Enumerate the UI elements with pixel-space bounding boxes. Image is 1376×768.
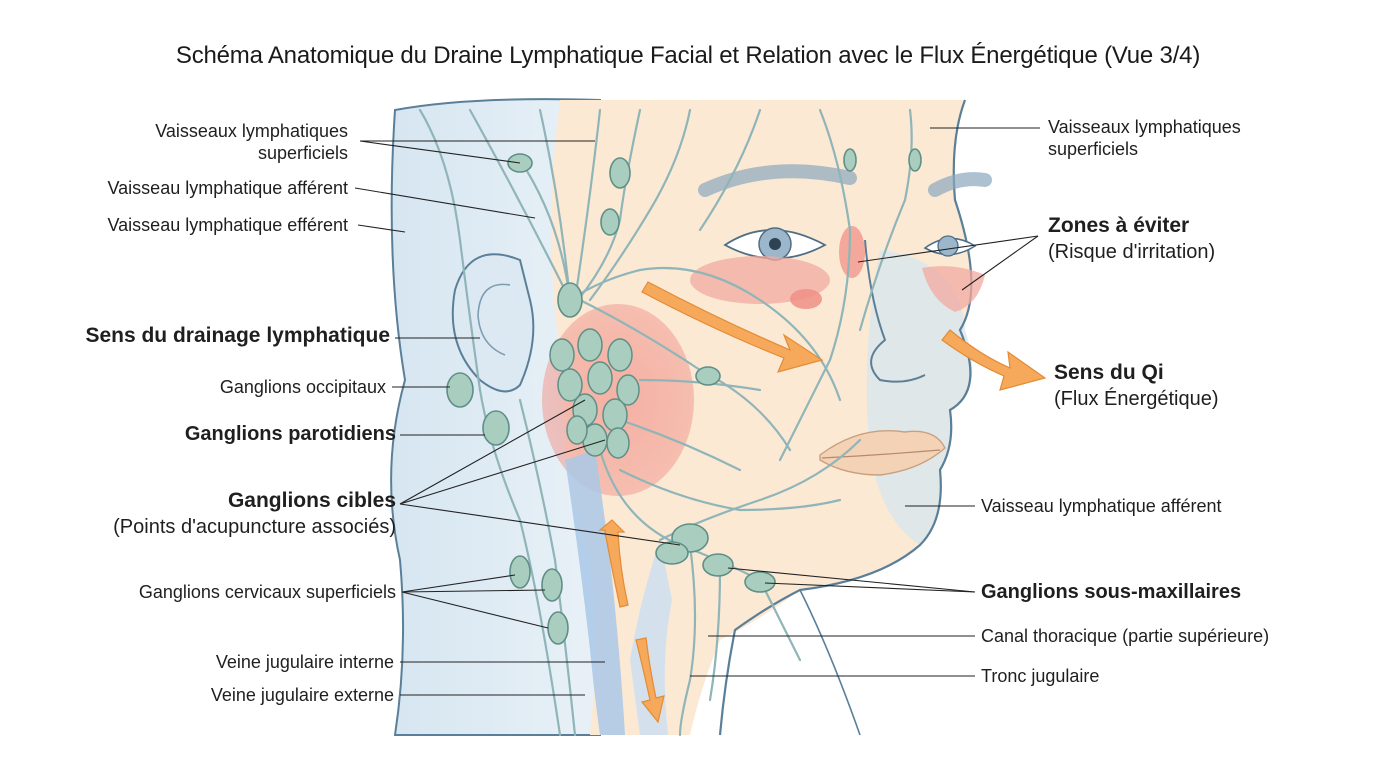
label-left-vaisseau-efferent: Vaisseau lymphatique efférent	[107, 215, 349, 235]
label-left-vaisseaux-superficiels: Vaisseaux lymphatiques superficiels	[155, 120, 348, 164]
label-sens-qi-sub: (Flux Énergétique)	[1054, 388, 1219, 410]
iris-right	[937, 235, 959, 257]
label-ganglions-cibles: Ganglions cibles (Points d'acupuncture a…	[113, 488, 396, 540]
node-cervical-2	[541, 568, 563, 602]
label-ganglions-occipitaux: Ganglions occipitaux	[219, 377, 386, 397]
label-text: Vaisseaux lymphatiques superficiels	[155, 121, 348, 163]
node-submax-3	[702, 553, 734, 577]
label-sens-qi: Sens du Qi (Flux Énergétique)	[1054, 360, 1219, 412]
ear	[451, 253, 535, 393]
node-cervical-1	[509, 555, 531, 589]
external-jugular-vein	[630, 540, 672, 735]
node-submax-4	[744, 571, 776, 593]
node-vessel-1	[609, 157, 631, 189]
irritation-zone-right	[922, 266, 985, 312]
label-zones-eviter-sub: (Risque d'irritation)	[1048, 241, 1216, 263]
node-vessel-3	[843, 148, 857, 172]
label-zones-eviter: Zones à éviter (Risque d'irritation)	[1048, 213, 1215, 265]
lip-line	[821, 449, 941, 459]
node-cheek	[695, 366, 721, 386]
label-right-vaisseau-afferent: Vaisseau lymphatique afférent	[981, 496, 1222, 516]
nose	[864, 239, 926, 383]
parotid-node-cluster	[549, 328, 640, 459]
label-canal-thoracique: Canal thoracique (partie supérieure)	[981, 626, 1270, 646]
label-ganglions-sous-maxillaires: Ganglions sous-maxillaires	[981, 581, 1242, 603]
label-sens-qi-title: Sens du Qi	[1054, 361, 1164, 384]
node-occipital-1	[446, 372, 474, 408]
lips	[819, 429, 946, 476]
label-sens-drainage: Sens du drainage lymphatique	[85, 324, 390, 347]
node-main-upper	[557, 282, 583, 318]
pupil-left	[769, 238, 781, 250]
label-tronc-jugulaire: Tronc jugulaire	[981, 666, 1100, 686]
label-right-vaisseaux-superficiels: Vaisseaux lymphatiques superficiels	[1048, 116, 1241, 160]
label-ganglions-parotidiens: Ganglions parotidiens	[184, 423, 396, 445]
lymph-nodes	[446, 148, 922, 645]
node-submax-2	[655, 541, 689, 565]
qi-flow-arrows	[598, 281, 1047, 724]
brow-right	[928, 172, 992, 197]
qi-arrow-neck-down	[635, 637, 665, 724]
label-ganglions-cervicaux: Ganglions cervicaux superficiels	[138, 582, 396, 602]
qi-arrow-right	[941, 329, 1047, 391]
node-occipital-2	[482, 410, 510, 446]
label-text: Vaisseaux lymphatiques superficiels	[1048, 117, 1241, 159]
ear-inner	[477, 283, 511, 356]
neck-front-line	[799, 589, 861, 736]
node-vessel-2	[600, 208, 620, 236]
label-veine-externe: Veine jugulaire externe	[210, 685, 394, 705]
label-left-vaisseau-afferent: Vaisseau lymphatique afférent	[107, 178, 349, 198]
irritation-zone-nose	[839, 226, 865, 278]
qi-arrow-neck-up	[598, 519, 629, 608]
internal-jugular-vein	[565, 450, 625, 735]
jaw-outline	[718, 99, 973, 736]
node-vessel-4	[908, 148, 922, 172]
label-ganglions-cibles-sub: (Points d'acupuncture associés)	[113, 516, 396, 538]
leader-lines	[354, 127, 1040, 696]
node-cervical-3	[547, 611, 569, 645]
diagram-title: Schéma Anatomique du Draine Lymphatique …	[175, 42, 1201, 69]
qi-arrow-cheek	[641, 281, 824, 373]
label-zones-eviter-title: Zones à éviter	[1048, 214, 1190, 237]
brow-left	[698, 164, 857, 197]
label-ganglions-cibles-title: Ganglions cibles	[227, 489, 396, 512]
irritation-zone-cheek-small	[790, 289, 822, 309]
label-veine-interne: Veine jugulaire interne	[215, 652, 394, 672]
